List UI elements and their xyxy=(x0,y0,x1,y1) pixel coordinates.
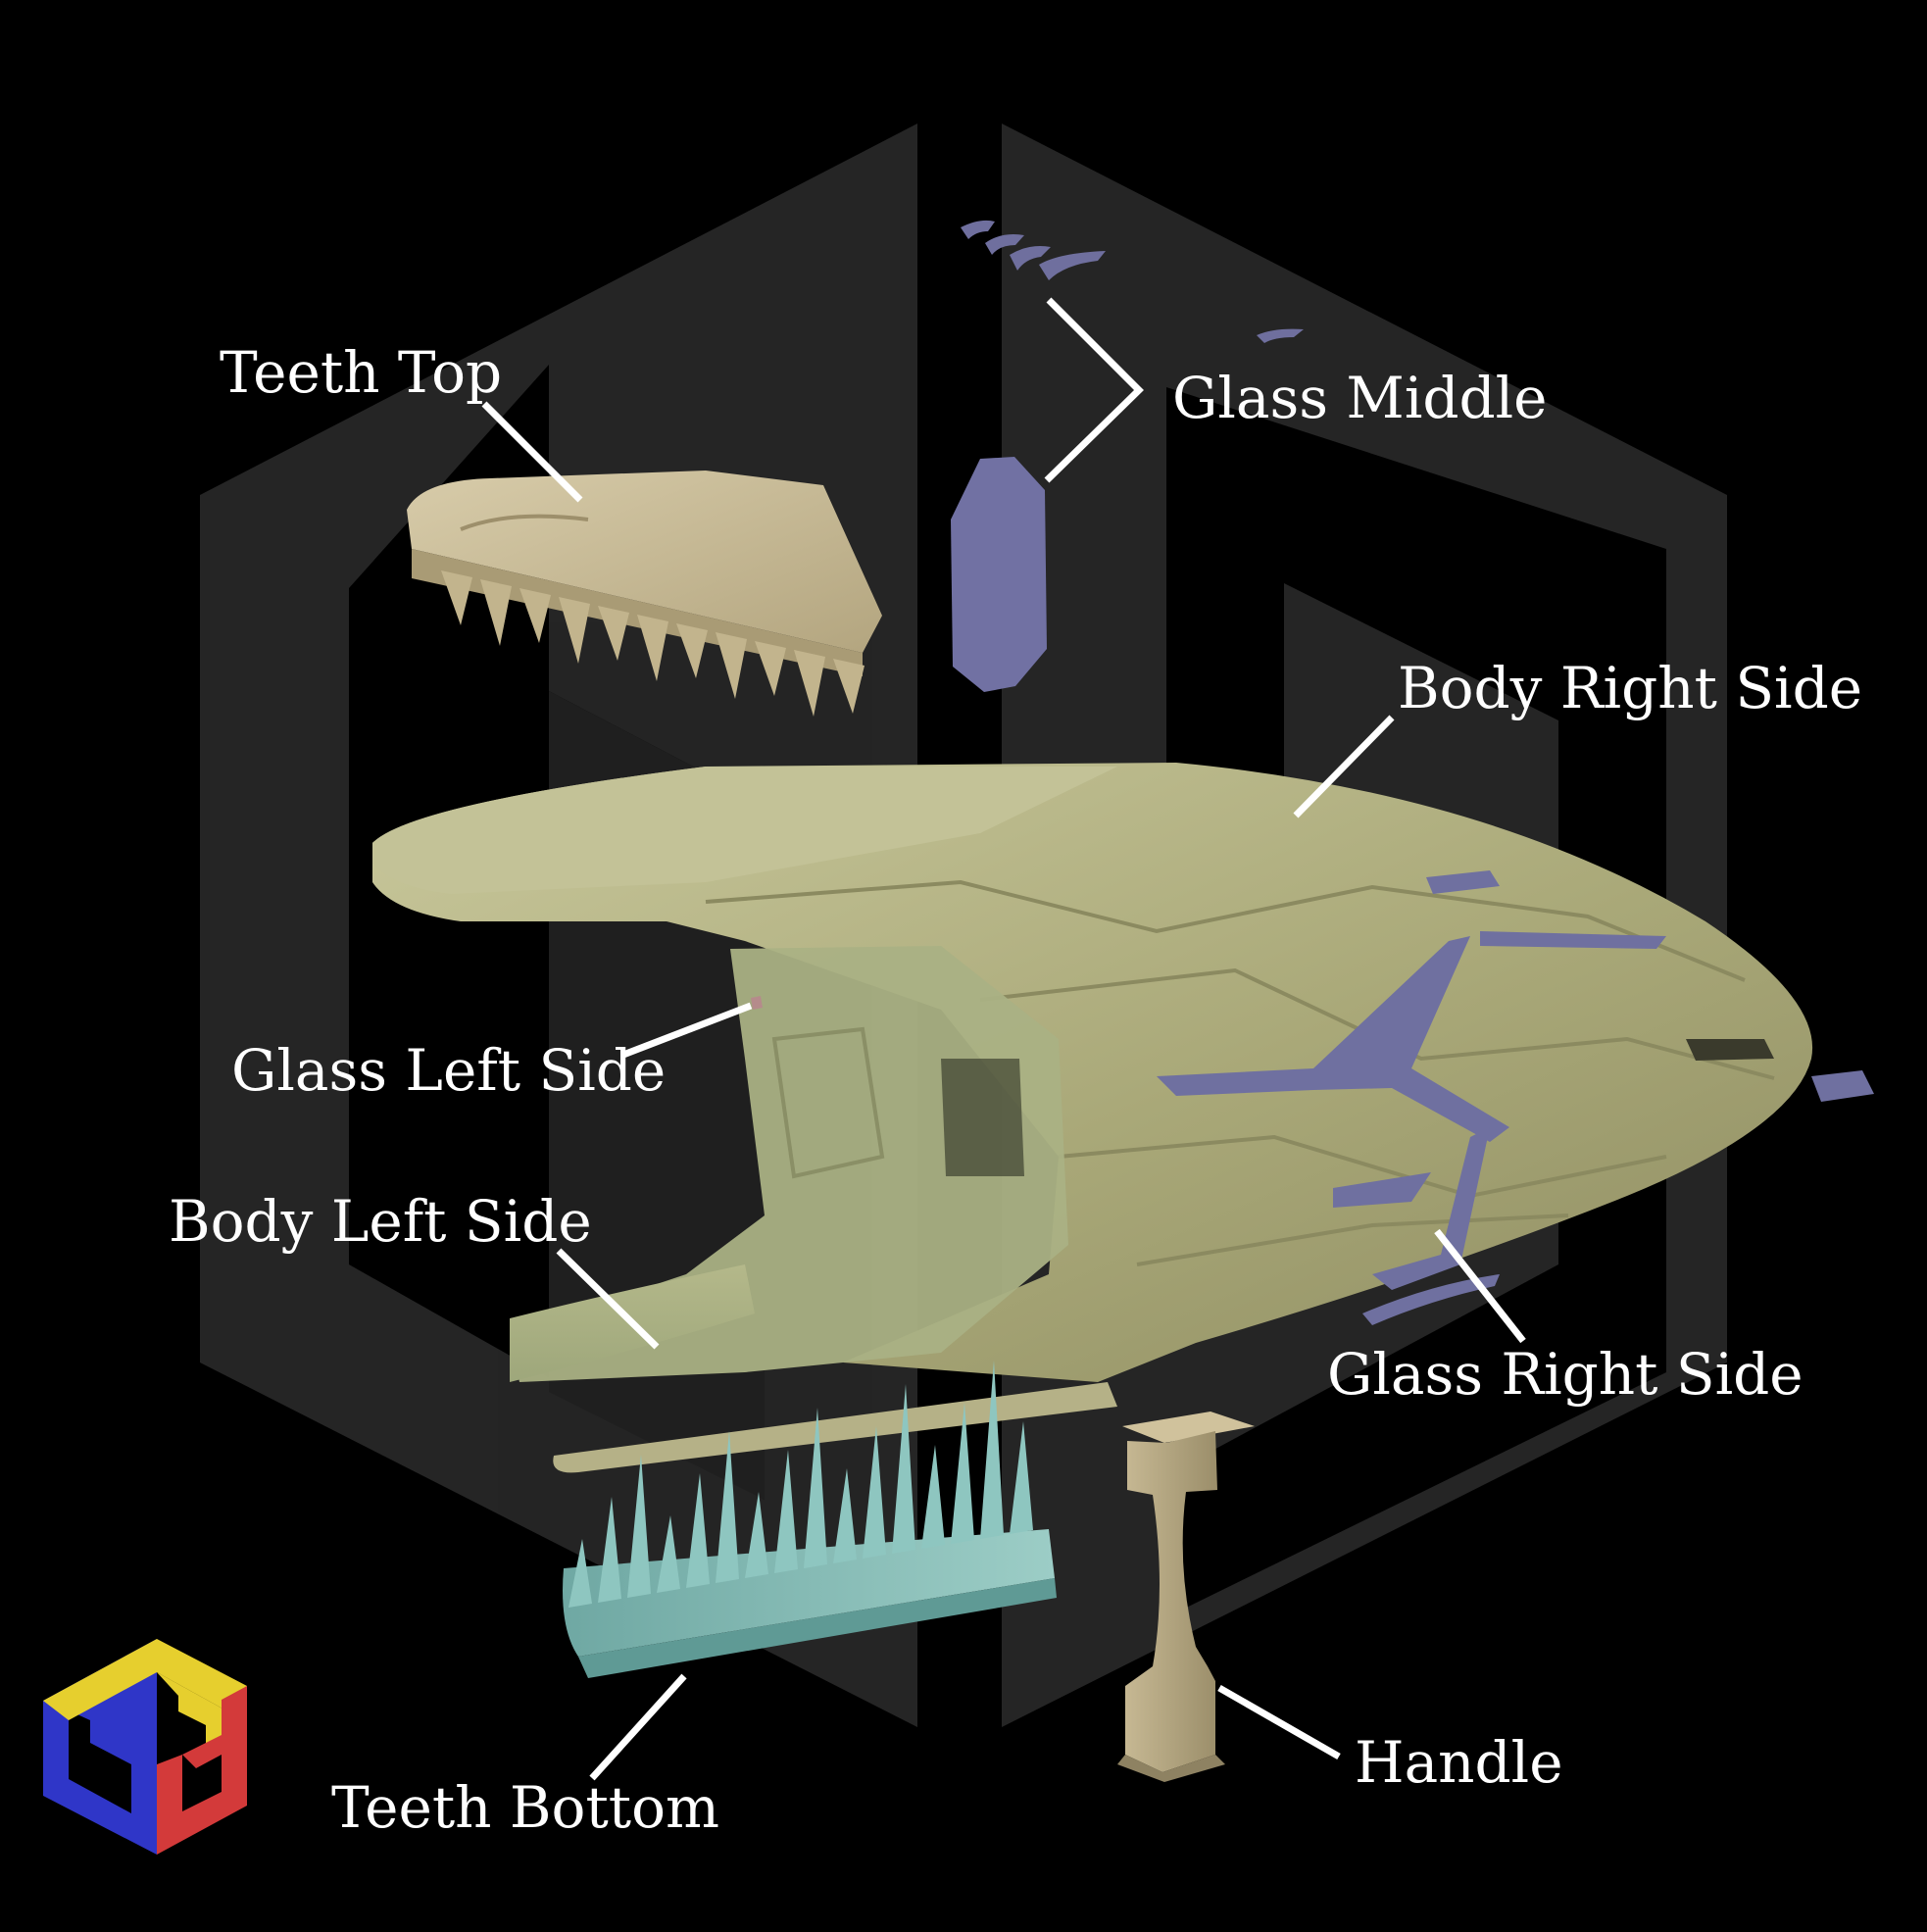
label-teeth-bottom: Teeth Bottom xyxy=(331,1774,719,1841)
glass-left-side-leader xyxy=(621,1002,753,1059)
handle-part xyxy=(1117,1412,1255,1782)
teeth-bottom-part xyxy=(563,1361,1057,1678)
glass-right-side-parts xyxy=(1157,870,1874,1325)
label-glass-left-side: Glass Left Side xyxy=(231,1037,666,1104)
glass-right-side-leader xyxy=(1434,1228,1526,1344)
handle-leader xyxy=(1217,1684,1341,1760)
label-body-right-side: Body Right Side xyxy=(1398,655,1862,721)
leader-lines xyxy=(481,297,1526,1781)
label-handle: Handle xyxy=(1355,1729,1563,1796)
bw-cube-logo xyxy=(43,1639,247,1855)
glass-left-side-part xyxy=(751,996,763,1010)
body-right-side-leader xyxy=(1293,715,1395,818)
body-left-side-leader xyxy=(556,1248,660,1350)
glass-middle-parts xyxy=(951,220,1304,692)
teeth-top-part xyxy=(407,471,882,717)
label-glass-right-side: Glass Right Side xyxy=(1327,1341,1803,1408)
label-body-left-side: Body Left Side xyxy=(169,1188,592,1255)
label-glass-middle: Glass Middle xyxy=(1172,365,1548,431)
glass-middle-leader xyxy=(1044,297,1144,483)
label-teeth-top: Teeth Top xyxy=(220,339,502,406)
teeth-top-leader xyxy=(481,401,583,503)
teeth-bottom-leader xyxy=(589,1673,687,1781)
part-labels: Teeth Top Glass Middle Body Right Side G… xyxy=(169,339,1862,1841)
